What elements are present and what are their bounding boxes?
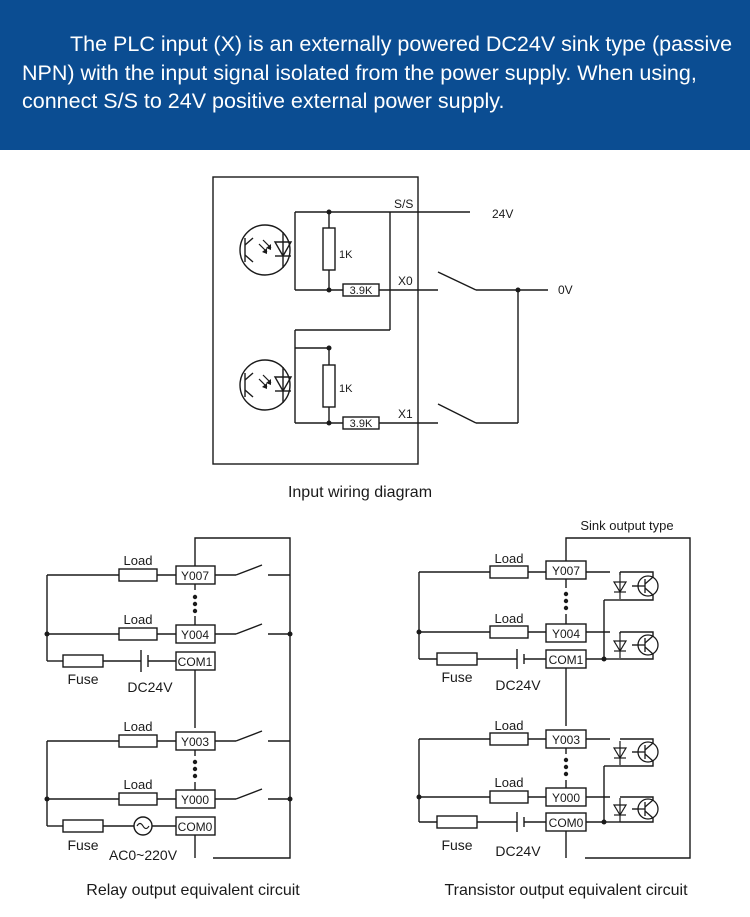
com1-label: COM1 [178, 655, 213, 669]
fuse-icon [436, 815, 478, 829]
transistor-icon [637, 798, 659, 820]
transistor-icon [637, 634, 659, 656]
load-label: Load [495, 775, 524, 790]
load-box [489, 625, 529, 639]
fuse-label: Fuse [67, 837, 98, 853]
load-box [118, 627, 158, 641]
relay-output-diagram: Load Load Y007 Y004 COM1 Fuse DC24V [44, 537, 300, 899]
diode-icon [613, 740, 627, 766]
dc24v-label: DC24V [127, 679, 173, 695]
y007-label: Y007 [181, 569, 209, 583]
switch-icon [235, 623, 263, 635]
fuse-label: Fuse [67, 671, 98, 687]
resistor-39k-label: 3.9K [350, 285, 373, 297]
load-label: Load [495, 551, 524, 566]
y004-label: Y004 [552, 627, 580, 641]
fuse-icon [62, 819, 104, 833]
ss-label: S/S [394, 197, 413, 211]
fuse-icon [62, 654, 104, 668]
v24-label: 24V [492, 207, 513, 221]
load-label: Load [124, 777, 153, 792]
ac-label: AC0~220V [109, 847, 178, 863]
com0-label: COM0 [549, 816, 584, 830]
com0-label: COM0 [178, 820, 213, 834]
fuse-icon [436, 652, 478, 666]
dc24v-label: DC24V [495, 677, 541, 693]
plc-enclosure [212, 176, 419, 465]
switch-icon [235, 564, 263, 576]
transistor-diagram-caption: Transistor output equivalent circuit [444, 882, 688, 899]
transistor-output-diagram: Sink output type [416, 518, 691, 899]
sink-output-title: Sink output type [580, 518, 673, 533]
transistor-icon [637, 575, 659, 597]
optocoupler-icon [239, 224, 292, 276]
load-box [118, 792, 158, 806]
load-label: Load [124, 719, 153, 734]
load-box [489, 732, 529, 746]
diode-icon [613, 574, 627, 600]
x0-label: X0 [398, 274, 413, 288]
resistor-1k-label: 1K [339, 249, 353, 261]
load-box [489, 565, 529, 579]
relay-diagram-caption: Relay output equivalent circuit [86, 882, 300, 899]
y003-label: Y003 [552, 733, 580, 747]
resistor-1k-label: 1K [339, 383, 353, 395]
header-text: The PLC input (X) is an externally power… [22, 32, 733, 113]
diode-icon [613, 633, 627, 659]
load-box [489, 790, 529, 804]
header-banner: The PLC input (X) is an externally power… [0, 0, 750, 150]
x1-label: X1 [398, 407, 413, 421]
wiring-diagrams: S/S 24V 0V X0 X1 1K 1K 3.9K 3.9K Input w… [44, 176, 691, 899]
v0-label: 0V [558, 283, 573, 297]
load-label: Load [124, 612, 153, 627]
dc24v-label: DC24V [495, 843, 541, 859]
switch-icon [437, 271, 477, 291]
switch-icon [235, 730, 263, 742]
input-wiring-diagram: S/S 24V 0V X0 X1 1K 1K 3.9K 3.9K Input w… [212, 176, 573, 501]
fuse-label: Fuse [441, 669, 472, 685]
resistor-icon [322, 364, 336, 408]
resistor-icon [322, 227, 336, 271]
optocoupler-icon [239, 359, 292, 411]
resistor-39k-label: 3.9K [350, 418, 373, 430]
y000-label: Y000 [181, 793, 209, 807]
com1-label: COM1 [549, 653, 584, 667]
input-diagram-caption: Input wiring diagram [288, 484, 432, 501]
y007-label: Y007 [552, 564, 580, 578]
load-label: Load [495, 718, 524, 733]
transistor-icon [637, 741, 659, 763]
fuse-label: Fuse [441, 837, 472, 853]
y003-label: Y003 [181, 735, 209, 749]
load-box [118, 734, 158, 748]
load-label: Load [124, 553, 153, 568]
y004-label: Y004 [181, 628, 209, 642]
y000-label: Y000 [552, 791, 580, 805]
switch-icon [437, 403, 477, 424]
load-label: Load [495, 611, 524, 626]
load-box [118, 568, 158, 582]
switch-icon [235, 788, 263, 800]
diode-icon [613, 797, 627, 823]
